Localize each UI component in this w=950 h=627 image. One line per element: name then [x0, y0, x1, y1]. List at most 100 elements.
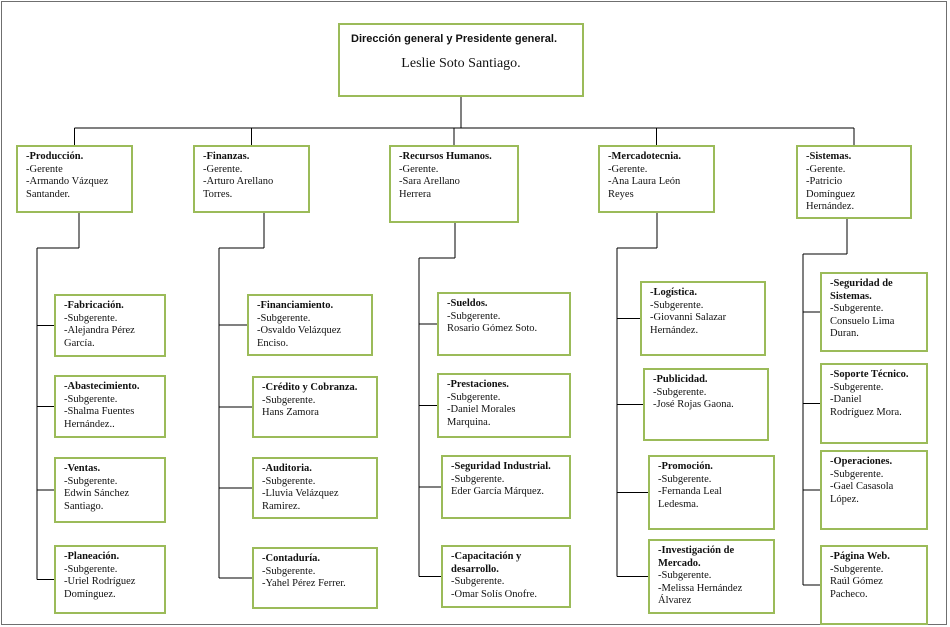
department-head-box: -Recursos Humanos.-Gerente.-Sara Arellan…	[389, 145, 519, 223]
box-title: -Página Web.	[830, 551, 890, 562]
box-line: -Subgerente.	[830, 381, 884, 393]
box-line: -Subgerente.	[64, 312, 118, 324]
box-title: -Producción.	[26, 151, 84, 162]
director-title: Dirección general y Presidente general.	[351, 33, 558, 45]
sub-department-box: -Crédito y Cobranza.-Subgerente.Hans Zam…	[252, 376, 378, 438]
box-title: -Mercadotecnia.	[608, 151, 681, 162]
sub-department-box: -Fabricación.-Subgerente.-Alejandra Pére…	[54, 294, 166, 357]
box-line: Consuelo Lima	[830, 315, 895, 327]
box-title: -Operaciones.	[830, 456, 893, 467]
box-title: -Finanzas.	[203, 151, 250, 162]
box-line: Herrera	[399, 188, 432, 200]
box-line: -Subgerente.	[658, 570, 712, 582]
box-line: -Subgerente.	[64, 393, 118, 405]
box-line: -Lluvia Velázquez	[262, 488, 339, 500]
box-title: -Planeación.	[64, 551, 120, 562]
sub-department-box: -Planeación.-Subgerente.-Uriel Rodríguez…	[54, 545, 166, 614]
box-line: -Gael Casasola	[830, 481, 894, 493]
sub-department-box: -Financiamiento.-Subgerente.-Osvaldo Vel…	[247, 294, 373, 356]
box-line: Torres.	[203, 188, 233, 200]
sub-department-box: -Publicidad.-Subgerente.-José Rojas Gaon…	[643, 368, 769, 441]
box-line: -Subgerente.	[447, 310, 501, 322]
box-line: -Ana Laura León	[608, 176, 681, 188]
box-title: -Investigación de Mercado.	[658, 545, 735, 569]
box-line: -Patricio	[806, 176, 843, 188]
box-title: -Sistemas.	[806, 151, 852, 162]
box-line: Ledesma.	[658, 498, 699, 510]
box-line: López.	[830, 493, 859, 505]
box-line: -Gerente.	[806, 163, 846, 175]
box-line: Eder García Márquez.	[451, 486, 544, 498]
box-title: -Prestaciones.	[447, 379, 509, 390]
box-line: -Melissa Hernández	[658, 582, 743, 594]
box-line: Santander.	[26, 188, 71, 200]
sub-department-box: -Contaduría.-Subgerente.-Yahel Pérez Fer…	[252, 547, 378, 609]
box-line: -Uriel Rodríguez	[64, 576, 136, 588]
box-line: -Subgerente.	[257, 312, 311, 324]
box-line: -Subgerente.	[830, 563, 884, 575]
box-line: -Daniel	[830, 394, 862, 406]
box-line: Duran.	[830, 328, 859, 340]
box-line: Pacheco.	[830, 588, 868, 600]
box-line: -Osvaldo Velázquez	[257, 325, 342, 337]
box-line: Enciso.	[257, 337, 289, 349]
box-line: -Daniel Morales	[447, 404, 516, 416]
box-title: -Promoción.	[658, 461, 713, 472]
box-line: -Gerente	[26, 163, 63, 175]
box-title: -Abastecimiento.	[64, 381, 140, 392]
sub-department-box: -Auditoria.-Subgerente.-Lluvia Velázquez…	[252, 457, 378, 519]
box-title: -Seguridad de Sistemas.	[830, 278, 893, 302]
box-line: Ramirez.	[262, 500, 301, 512]
director-box: Dirección general y Presidente general. …	[338, 23, 584, 97]
box-title: -Auditoria.	[262, 463, 312, 474]
box-line: -Subgerente.	[262, 475, 316, 487]
box-line: -Yahel Pérez Ferrer.	[262, 578, 346, 590]
box-line: Hernández.	[650, 324, 699, 336]
box-line: -Subgerente.	[262, 565, 316, 577]
box-line: -Omar Solís Onofre.	[451, 588, 538, 600]
sub-department-box: -Sueldos.-Subgerente.Rosario Gómez Soto.	[437, 292, 571, 356]
box-title: -Ventas.	[64, 463, 101, 474]
box-line: -José Rojas Gaona.	[653, 399, 734, 411]
box-line: -Fernanda Leal	[658, 486, 722, 498]
box-line: -Subgerente.	[447, 391, 501, 403]
box-line: Hernández.	[806, 201, 855, 213]
director-name: Leslie Soto Santiago.	[401, 55, 521, 71]
box-line: -Subgerente.	[830, 468, 884, 480]
box-line: -Subgerente.	[262, 394, 316, 406]
box-title: -Soporte Técnico.	[830, 369, 909, 380]
box-line: -Subgerente.	[650, 299, 704, 311]
box-line: -Gerente.	[608, 163, 648, 175]
box-line: -Subgerente.	[653, 386, 707, 398]
box-title: -Contaduría.	[262, 553, 321, 564]
sub-department-box: -Investigación de Mercado.-Subgerente.-M…	[648, 539, 775, 614]
box-line: García.	[64, 337, 95, 349]
sub-department-box: -Capacitación y desarrollo.-Subgerente.-…	[441, 545, 571, 608]
box-title: -Sueldos.	[447, 298, 488, 309]
box-line: Edwin Sánchez	[64, 488, 130, 500]
box-title: -Fabricación.	[64, 300, 124, 311]
box-line: Álvarez	[658, 595, 692, 607]
box-line: -Subgerente.	[451, 576, 505, 588]
box-line: -Gerente.	[203, 163, 243, 175]
box-line: -Alejandra Pérez	[64, 325, 135, 337]
sub-department-box: -Abastecimiento.-Subgerente.-Shalma Fuen…	[54, 375, 166, 438]
box-line: Rodríguez Mora.	[830, 406, 902, 418]
sub-department-box: -Logística.-Subgerente.-Giovanni Salazar…	[640, 281, 766, 356]
box-line: -Subgerente.	[830, 303, 884, 315]
box-line: -Giovanni Salazar	[650, 312, 727, 324]
box-title: -Capacitación y desarrollo.	[451, 551, 522, 575]
box-line: Raúl Gómez	[830, 576, 883, 588]
box-line: -Gerente.	[399, 163, 439, 175]
box-line: -Subgerente.	[64, 563, 118, 575]
box-line: Reyes	[608, 188, 634, 200]
